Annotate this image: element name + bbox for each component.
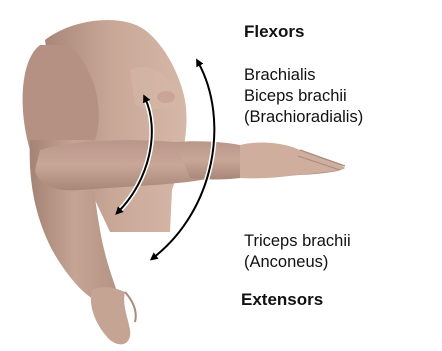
extensor-label-triceps: Triceps brachii (244, 231, 351, 251)
extensor-label-anconeus: (Anconeus) (244, 252, 328, 272)
flexor-label-brachioradialis: (Brachioradialis) (244, 107, 363, 127)
flexor-label-biceps: Biceps brachii (244, 86, 347, 106)
extensors-heading: Extensors (241, 290, 323, 310)
flexor-label-brachialis: Brachialis (244, 65, 316, 85)
hanging-hand (91, 287, 130, 344)
flexors-heading: Flexors (244, 22, 304, 42)
